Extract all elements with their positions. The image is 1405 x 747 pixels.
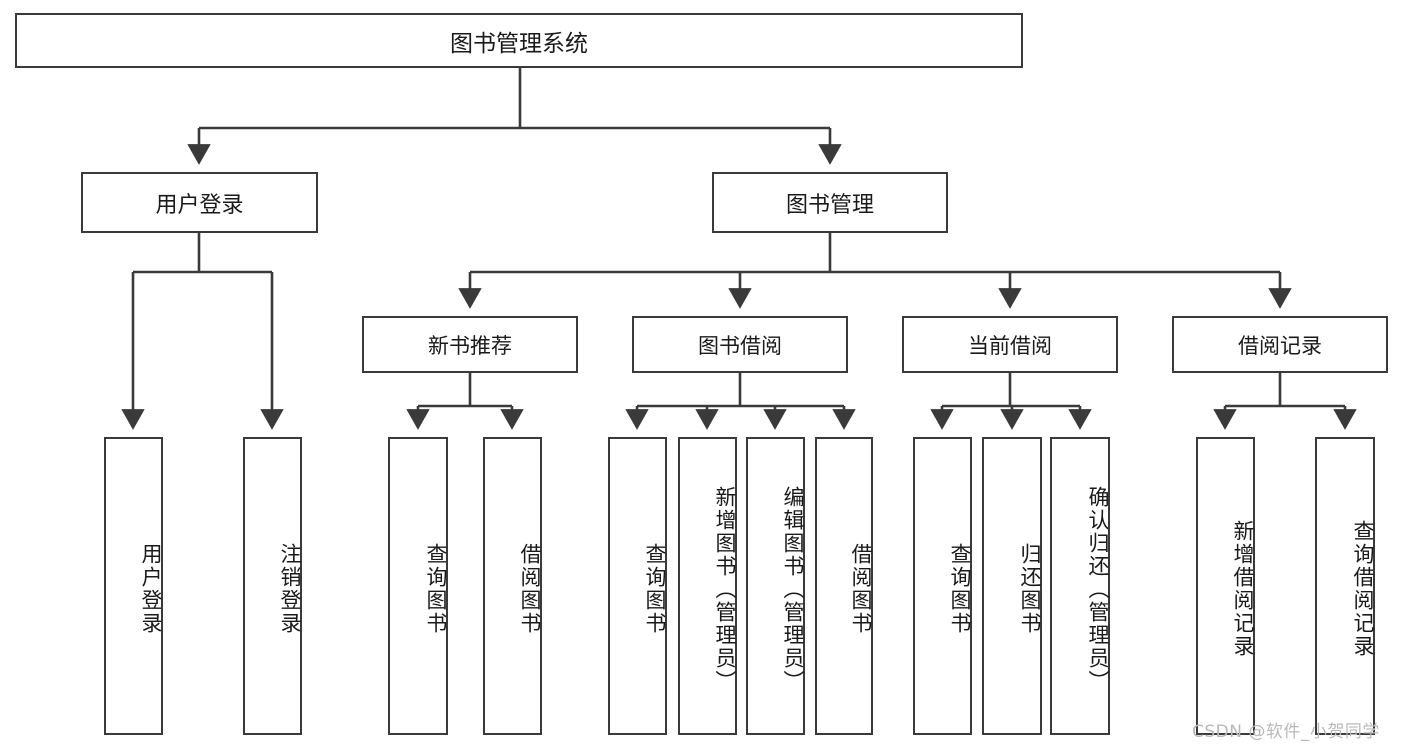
node-current-borrow[interactable]: 当前借阅	[902, 316, 1118, 373]
node-borrow-record-label: 借阅记录	[1238, 333, 1322, 358]
node-book-borrow-label: 图书借阅	[698, 333, 782, 358]
node-leaf-query-record-label: 查询借阅记录	[1351, 520, 1375, 658]
node-leaf-edit-book[interactable]: 编辑图书（管理员）	[746, 437, 805, 735]
node-leaf-user-login-label: 用户登录	[139, 543, 163, 635]
node-current-borrow-label: 当前借阅	[968, 333, 1052, 358]
node-leaf-add-record-label: 新增借阅记录	[1231, 520, 1255, 658]
node-book-management-label: 图书管理	[785, 192, 874, 218]
node-leaf-confirm-return[interactable]: 确认归还（管理员）	[1050, 437, 1110, 735]
node-leaf-query-book-2[interactable]: 查询图书	[608, 437, 667, 735]
node-user-login[interactable]: 用户登录	[81, 172, 318, 233]
node-leaf-query-book-3-label: 查询图书	[948, 543, 972, 635]
node-leaf-borrow-book-1[interactable]: 借阅图书	[483, 437, 542, 735]
node-leaf-confirm-return-label: 确认归还（管理员）	[1086, 485, 1110, 693]
node-book-management[interactable]: 图书管理	[712, 172, 948, 233]
node-leaf-return-book-label: 归还图书	[1018, 543, 1042, 635]
node-leaf-query-book-1[interactable]: 查询图书	[388, 437, 448, 735]
node-user-login-label: 用户登录	[155, 192, 244, 218]
node-leaf-query-book-2-label: 查询图书	[643, 543, 667, 635]
node-leaf-logout[interactable]: 注销登录	[243, 437, 302, 735]
node-leaf-logout-label: 注销登录	[278, 543, 302, 635]
node-leaf-borrow-book-2-label: 借阅图书	[849, 543, 873, 635]
node-book-borrow[interactable]: 图书借阅	[632, 316, 848, 373]
node-leaf-borrow-book-2[interactable]: 借阅图书	[815, 437, 873, 735]
node-leaf-return-book[interactable]: 归还图书	[982, 437, 1042, 735]
node-leaf-query-record[interactable]: 查询借阅记录	[1315, 437, 1375, 735]
node-leaf-add-record[interactable]: 新增借阅记录	[1196, 437, 1255, 735]
node-leaf-add-book-label: 新增图书（管理员）	[713, 485, 737, 693]
node-root[interactable]: 图书管理系统	[15, 13, 1023, 68]
node-leaf-user-login[interactable]: 用户登录	[104, 437, 163, 735]
node-root-label: 图书管理系统	[450, 30, 588, 57]
node-new-book-recommend-label: 新书推荐	[428, 333, 512, 358]
node-leaf-add-book[interactable]: 新增图书（管理员）	[678, 437, 737, 735]
node-leaf-borrow-book-1-label: 借阅图书	[518, 543, 542, 635]
node-new-book-recommend[interactable]: 新书推荐	[362, 316, 578, 373]
node-borrow-record[interactable]: 借阅记录	[1172, 316, 1388, 373]
watermark: CSDN @软件_小贺同学	[1192, 722, 1380, 742]
node-leaf-query-book-1-label: 查询图书	[424, 543, 448, 635]
node-leaf-edit-book-label: 编辑图书（管理员）	[781, 485, 805, 693]
node-leaf-query-book-3[interactable]: 查询图书	[913, 437, 972, 735]
